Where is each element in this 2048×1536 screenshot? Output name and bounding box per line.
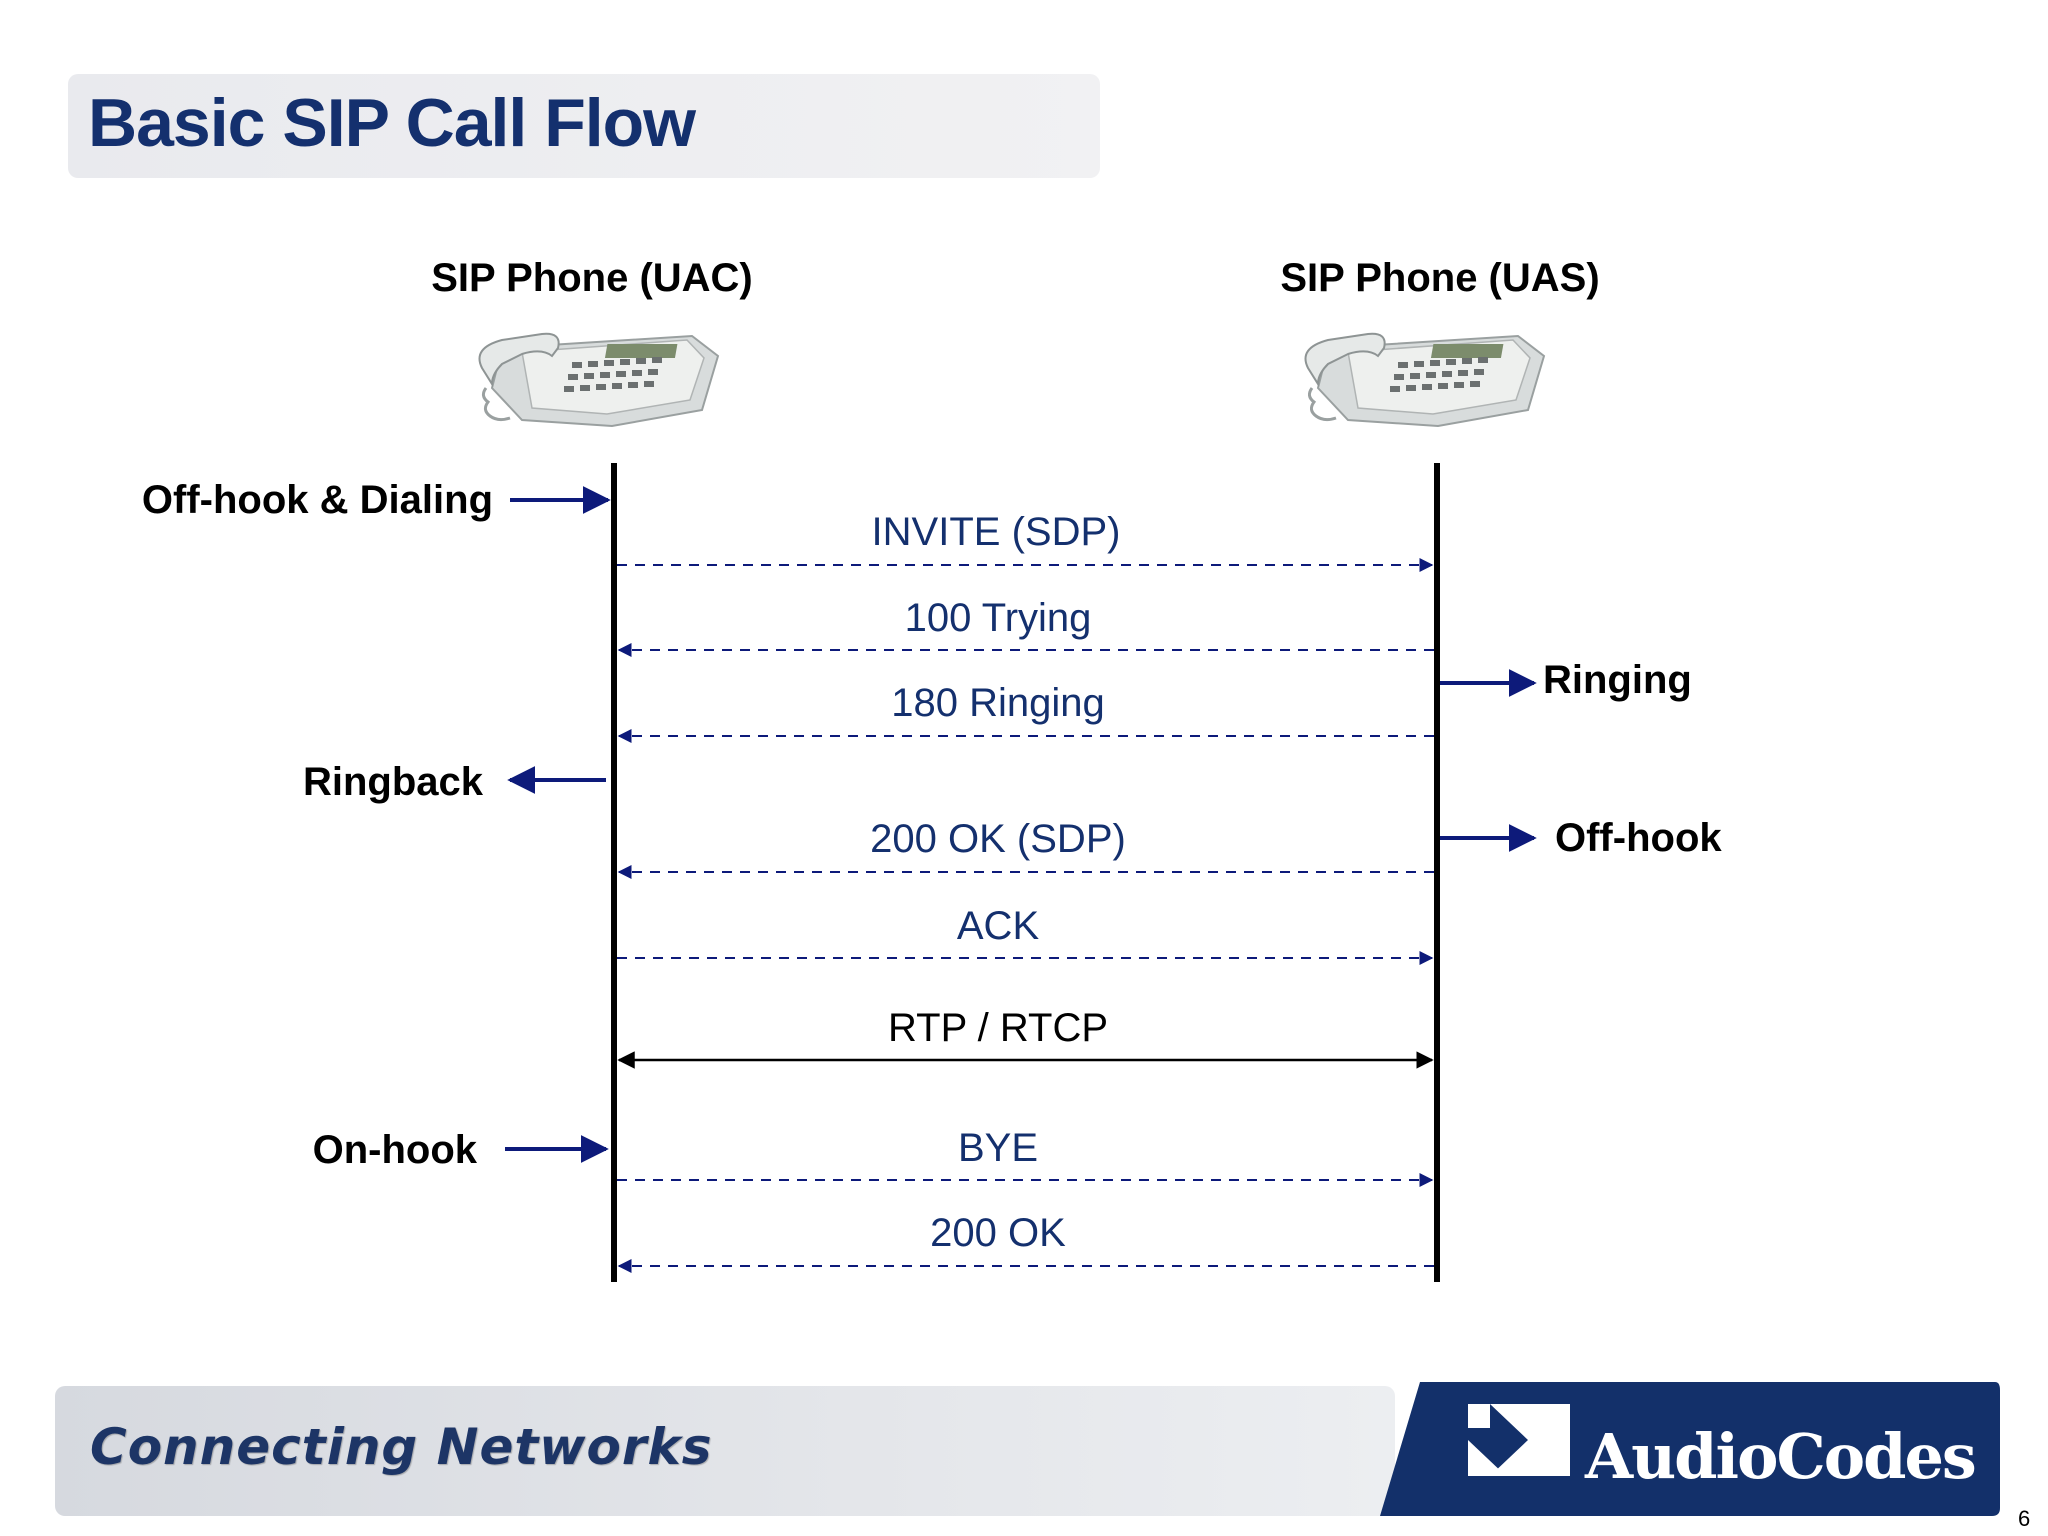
ok-sdp-label: 200 OK (SDP) <box>870 817 1126 861</box>
desk-phone-icon <box>1304 332 1546 428</box>
onhook-label: On-hook <box>312 1128 477 1172</box>
ack-label: ACK <box>956 904 1040 948</box>
bye-label: BYE <box>957 1126 1039 1170</box>
uas-label: SIP Phone (UAS) <box>1280 256 1600 300</box>
offhook-dialing-label: Off-hook & Dialing <box>141 478 493 522</box>
page-number: 6 <box>2018 1506 2031 1531</box>
rtp-label: RTP / RTCP <box>887 1006 1109 1050</box>
title-banner <box>68 74 1100 178</box>
uac-label: SIP Phone (UAC) <box>431 256 753 300</box>
ringing-msg-label: 180 Ringing <box>891 681 1105 725</box>
page-title: Basic SIP Call Flow <box>88 85 696 161</box>
offhook-event-label: Off-hook <box>1555 816 1722 860</box>
brand-name: AudioCodes <box>1585 1420 1977 1493</box>
desk-phone-icon <box>478 332 720 428</box>
ringback-label: Ringback <box>302 760 483 804</box>
logo-mark-icon <box>1468 1404 1570 1476</box>
ringing-event-label: Ringing <box>1543 658 1692 702</box>
ok-label: 200 OK <box>930 1211 1066 1255</box>
trying-label: 100 Trying <box>904 596 1092 640</box>
footer-tagline: Connecting Networks <box>90 1418 713 1476</box>
invite-label: INVITE (SDP) <box>871 510 1121 554</box>
footer-band <box>55 1386 1395 1516</box>
